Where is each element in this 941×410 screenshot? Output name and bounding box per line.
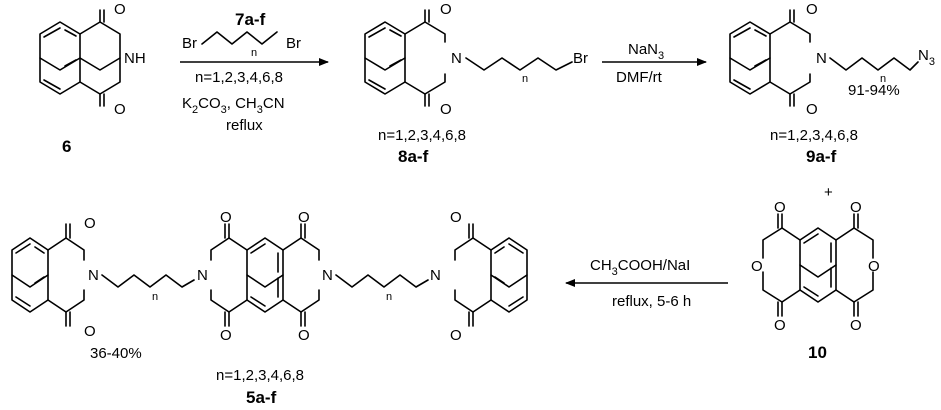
compound-5a-f: O O N n O O O O N N n N — [11, 209, 528, 407]
step1: 7a-f Br n Br n=1,2,3,4,6,8 K2CO3, CH3CN … — [180, 10, 329, 134]
atom-oxygen: O — [114, 101, 126, 118]
repeat-index-n: n — [522, 73, 528, 85]
naphthalenediimide-core — [210, 223, 320, 327]
compound-6: O O NH 6 — [39, 1, 146, 156]
atom-bromine: Br — [573, 50, 588, 67]
n-values: n=1,2,3,4,6,8 — [770, 127, 858, 144]
atom-oxygen: O — [298, 209, 310, 226]
atom-oxygen: O — [774, 317, 786, 334]
atom-bromine: Br — [286, 35, 301, 52]
compound-6-label: 6 — [62, 137, 71, 156]
atom-oxygen: O — [440, 1, 452, 18]
atom-oxygen: O — [220, 209, 232, 226]
condition-reflux-time: reflux, 5-6 h — [612, 293, 691, 310]
atom-nitrogen: N — [322, 267, 333, 284]
compound-8a-f: O O N n Br n=1,2,3,4,6,8 8a-f — [364, 1, 588, 166]
atom-oxygen: O — [850, 317, 862, 334]
plus-sign: + — [824, 184, 833, 201]
atom-nitrogen: N — [430, 267, 441, 284]
n-values: n=1,2,3,4,6,8 — [195, 69, 283, 86]
azide-group: N3 — [918, 47, 935, 68]
compound-10-label: 10 — [808, 343, 827, 362]
reagent-acetic-acid: CH3COOH/NaI — [590, 257, 690, 278]
atom-oxygen: O — [450, 209, 462, 226]
atom-oxygen: O — [806, 1, 818, 18]
atom-oxygen: O — [84, 323, 96, 340]
atom-oxygen: O — [751, 258, 763, 275]
atom-oxygen: O — [114, 1, 126, 18]
naphthalimide-core — [364, 9, 446, 107]
reagent-sodium-azide: NaN3 — [628, 41, 664, 62]
atom-nitrogen: N — [197, 267, 208, 284]
compound-10: O O O O O O 10 — [751, 199, 880, 362]
condition-reflux: reflux — [226, 117, 263, 134]
atom-bromine: Br — [182, 35, 197, 52]
repeat-index-n: n — [152, 291, 158, 303]
naphthalimide-core — [729, 9, 811, 107]
base-solvent: K2CO3, CH3CN — [182, 95, 285, 116]
atom-oxygen: O — [868, 258, 880, 275]
solvent-dmf: DMF/rt — [616, 69, 663, 86]
naphthalimide-core — [11, 223, 85, 327]
naphthalimide-core — [454, 223, 528, 327]
compound-9a-f: O O N n N3 91-94% n=1,2,3,4,6,8 9a-f — [729, 1, 935, 166]
naphthalimide-core — [39, 9, 121, 107]
atom-oxygen: O — [774, 199, 786, 216]
repeat-index-n: n — [880, 73, 886, 85]
yield-5: 36-40% — [90, 345, 142, 362]
atom-oxygen: O — [298, 327, 310, 344]
step3: CH3COOH/NaI reflux, 5-6 h — [565, 257, 728, 310]
atom-nh: NH — [124, 50, 146, 67]
compound-5-label: 5a-f — [246, 388, 277, 407]
atom-oxygen: O — [450, 327, 462, 344]
atom-oxygen: O — [84, 215, 96, 232]
compound-9-label: 9a-f — [806, 147, 837, 166]
atom-oxygen: O — [440, 101, 452, 118]
yield-9: 91-94% — [848, 82, 900, 99]
n-values: n=1,2,3,4,6,8 — [216, 367, 304, 384]
compound-8-label: 8a-f — [398, 147, 429, 166]
atom-nitrogen: N — [451, 50, 462, 67]
atom-nitrogen: N — [816, 50, 827, 67]
reagent-7-label: 7a-f — [235, 10, 266, 29]
atom-oxygen: O — [850, 199, 862, 216]
repeat-index-n: n — [251, 47, 257, 59]
atom-oxygen: O — [220, 327, 232, 344]
atom-nitrogen: N — [88, 267, 99, 284]
atom-oxygen: O — [806, 101, 818, 118]
repeat-index-n: n — [386, 291, 392, 303]
n-values: n=1,2,3,4,6,8 — [378, 127, 466, 144]
step2: NaN3 DMF/rt — [602, 41, 707, 86]
